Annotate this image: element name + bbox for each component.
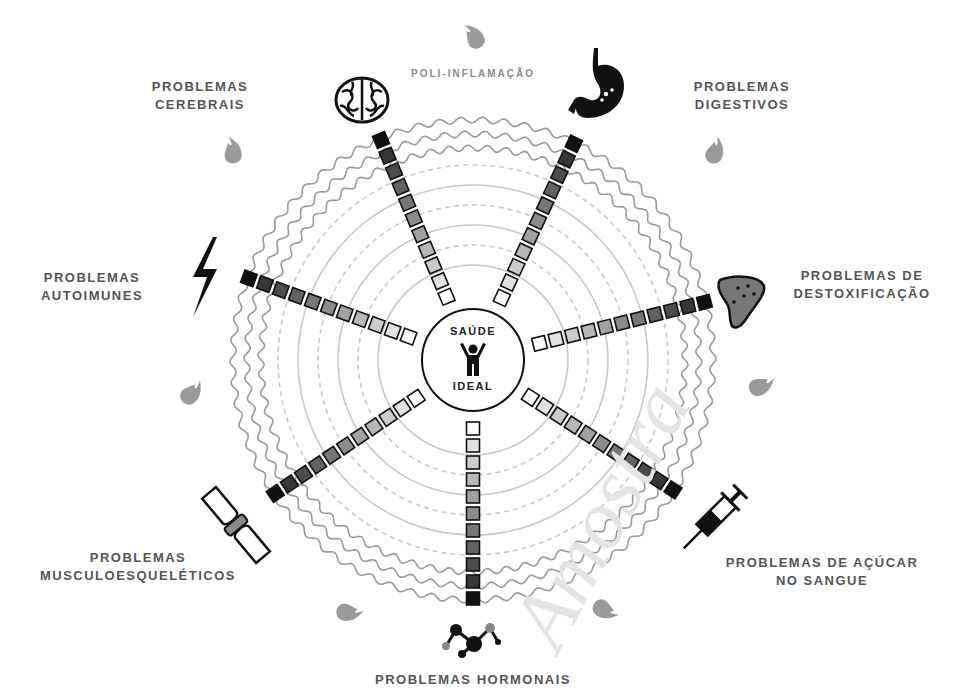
inner-ring	[358, 245, 588, 475]
spoke-square	[399, 194, 416, 211]
spoke-square	[400, 328, 417, 345]
spoke-square	[664, 303, 680, 319]
spoke-square	[351, 427, 369, 445]
spoke-square	[418, 241, 435, 258]
spoke-square	[550, 407, 568, 425]
spoke-square	[337, 437, 355, 455]
flame-symbol	[336, 602, 365, 622]
spoke-square	[379, 147, 396, 164]
spoke-square	[309, 456, 327, 474]
spoke-square	[336, 305, 353, 322]
health-circle: SAÚDE IDEAL	[421, 308, 525, 412]
spoke-square	[365, 418, 383, 436]
category-label: PROBLEMAS HORMONAIS	[375, 671, 571, 689]
spoke-square	[467, 575, 480, 588]
category-label: PROBLEMAS AUTOIMUNES	[30, 269, 155, 304]
flame-symbols	[177, 20, 779, 623]
spoke-square	[532, 336, 548, 352]
spoke-square	[372, 131, 389, 148]
category-label: PROBLEMAS DE AÇÚCAR NO SANGUE	[725, 554, 920, 589]
spoke-square	[257, 276, 274, 293]
spoke-square	[386, 163, 403, 180]
joint-icon	[200, 485, 272, 565]
spoke-square	[266, 484, 284, 502]
spoke-square	[565, 327, 581, 343]
spoke-square	[467, 558, 480, 571]
inner-ring	[378, 265, 568, 455]
stomach-icon	[568, 48, 624, 118]
spoke-square	[493, 289, 510, 306]
spoke-square	[500, 274, 517, 291]
spoke-square	[384, 322, 401, 339]
spoke-square	[647, 307, 663, 323]
flame-symbol	[746, 370, 779, 399]
spoke-square	[467, 541, 480, 554]
spoke-square	[614, 315, 630, 331]
spoke-square	[680, 299, 696, 315]
spoke-square	[431, 273, 448, 290]
spoke-square	[508, 258, 525, 275]
node-text: IDEAL	[423, 380, 523, 392]
spoke-square	[425, 257, 442, 274]
spoke-square	[467, 456, 480, 469]
spoke-square	[521, 388, 539, 406]
spoke-square	[697, 294, 713, 310]
spoke-square	[407, 389, 425, 407]
spoke-square	[304, 293, 321, 310]
spoke-square	[379, 408, 397, 426]
brain-icon	[336, 78, 388, 122]
spoke-square	[515, 243, 532, 260]
spoke-square	[467, 507, 480, 520]
spoke-square	[598, 319, 614, 335]
spoke-square	[352, 311, 369, 328]
spoke-square	[280, 475, 298, 493]
spoke-square	[467, 490, 480, 503]
spoke-square	[272, 282, 289, 299]
molecule-icon	[442, 623, 501, 658]
spoke-square	[631, 311, 647, 327]
spoke-square	[393, 399, 411, 417]
category-label: POLI-INFLAMAÇÃO	[411, 67, 535, 81]
category-label: PROBLEMAS CEREBRAIS	[138, 78, 263, 113]
spoke-square	[294, 465, 312, 483]
spoke-square	[467, 524, 480, 537]
spoke-square	[558, 151, 575, 168]
flame-symbol	[220, 134, 244, 165]
spoke-square	[551, 166, 568, 183]
category-label: PROBLEMAS DE DESTOXIFICAÇÃO	[777, 267, 947, 302]
spoke-square	[536, 398, 554, 416]
spoke-square	[467, 422, 480, 435]
syringe-icon	[675, 483, 750, 558]
category-label: PROBLEMAS DIGESTIVOS	[680, 78, 805, 113]
lightning-icon	[193, 237, 217, 317]
liver-icon	[718, 277, 764, 328]
flame-symbol	[704, 135, 726, 165]
spoke-square	[565, 135, 582, 152]
spoke-square	[581, 323, 597, 339]
spoke-square	[467, 473, 480, 486]
flame-symbol	[457, 20, 488, 52]
spoke-square	[438, 288, 455, 305]
spoke-square	[467, 439, 480, 452]
spoke-square	[405, 210, 422, 227]
spoke-square	[288, 288, 305, 305]
person-icon	[456, 342, 490, 378]
spoke-square	[548, 331, 564, 347]
spoke-square	[544, 181, 561, 198]
category-label: PROBLEMAS MUSCULOESQUELÉTICOS	[21, 549, 256, 584]
spoke-square	[320, 299, 337, 316]
spoke-square	[536, 197, 553, 214]
spoke-square	[241, 270, 258, 287]
spoke-square	[522, 228, 539, 245]
spoke-square	[412, 226, 429, 243]
spoke-square	[323, 446, 341, 464]
spoke-square	[529, 212, 546, 229]
spoke-square	[467, 592, 480, 605]
spoke-square	[392, 178, 409, 195]
watermark: Amostra	[483, 363, 717, 668]
flame-symbol	[177, 375, 207, 408]
spoke-square	[368, 317, 385, 334]
node-text: SAÚDE	[423, 325, 523, 337]
